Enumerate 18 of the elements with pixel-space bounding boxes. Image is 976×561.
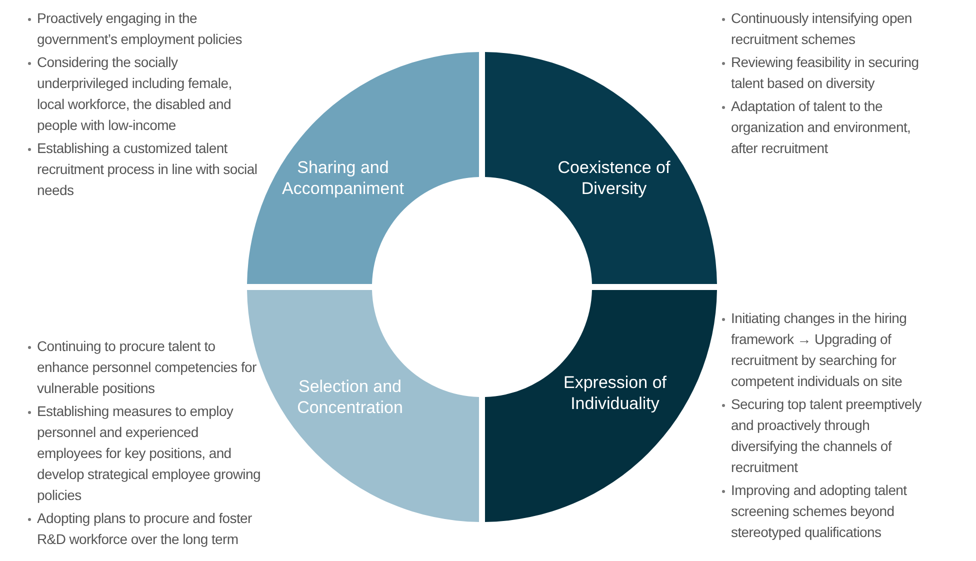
bullet-text: Continuously intensifying open recruitment schemes: [731, 10, 912, 47]
bullet-text: Establishing a customized talent recruitment process in line with social needs: [37, 140, 258, 198]
bullet-text: Securing top talent preemptively and proactively through diversifying the channels of recruitment: [731, 396, 922, 475]
segment-title: Expression of Individuality: [562, 372, 668, 414]
bullet-text: Improving and adopting talent screening schemes beyond stereotyped qualifications: [731, 482, 907, 540]
bullet-text: Proactively engaging in the government’s employment policies: [37, 10, 242, 47]
segment-title: Coexistence of Diversity: [556, 157, 672, 199]
bullet-text: Considering the socially underprivileged including female, local workforce, the disabled and people with low-income: [37, 54, 232, 133]
bullet-text: Adaptation of talent to the organization and environment, after recruitment: [731, 98, 911, 156]
bullet-text: Reviewing feasibility in securing talent based on diversity: [731, 54, 919, 91]
bullet-text: Initiating changes in the hiring framework → Upgrading of recruitment by searching for competent individuals on site: [731, 310, 907, 389]
segment-title: Selection and Concentration: [296, 376, 404, 418]
ring-segment: [482, 287, 720, 525]
bullet-text: Establishing measures to employ personnel and experienced employees for key positions, and develop strategical employee growing policies: [37, 403, 260, 503]
bullet-text: Adopting plans to procure and foster R&D workforce over the long term: [37, 510, 252, 547]
ring-segment: [482, 49, 720, 287]
segment-title: Sharing and Accompaniment: [281, 157, 405, 199]
bullet-text: Continuing to procure talent to enhance personnel competencies for vulnerable positions: [37, 338, 256, 396]
